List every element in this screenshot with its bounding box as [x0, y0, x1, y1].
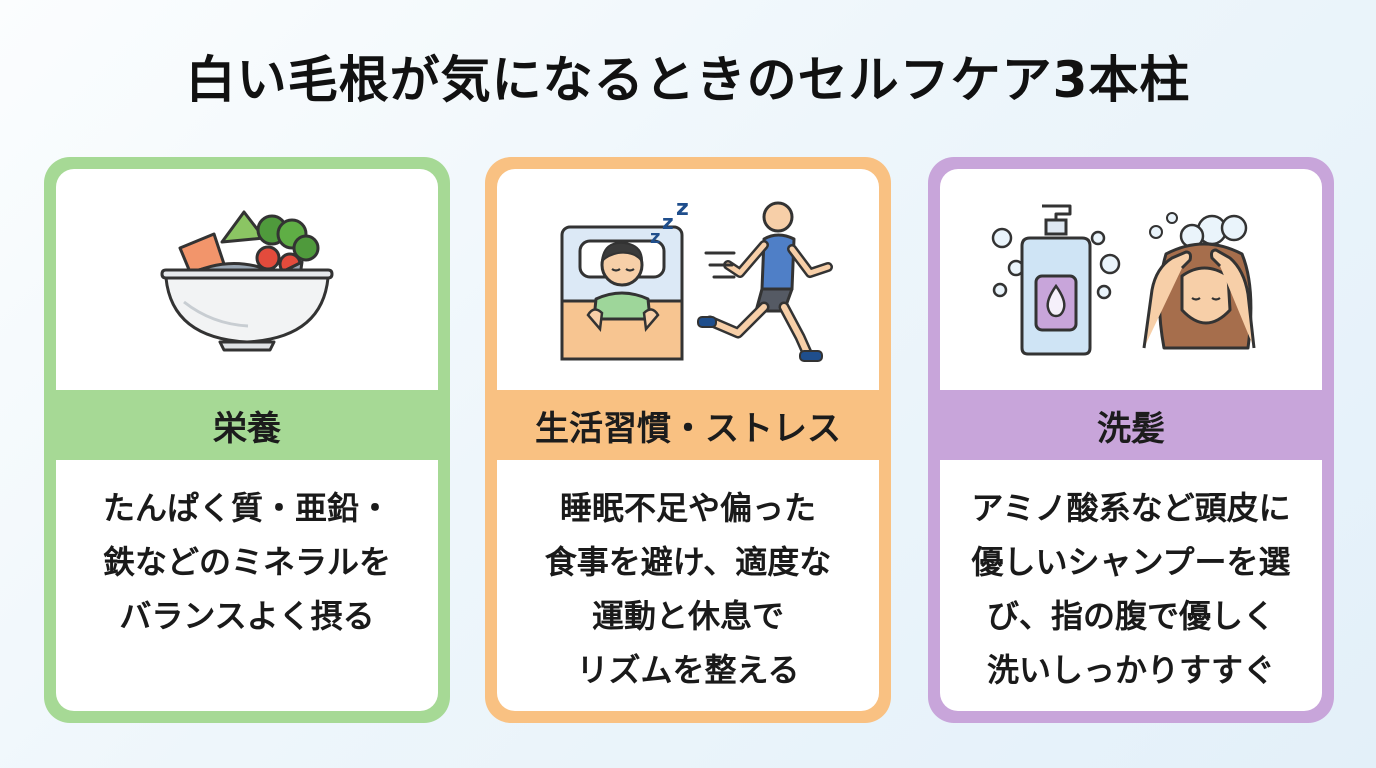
description-line: び、指の腹で優しく	[986, 597, 1275, 635]
description-line: 優しいシャンプーを選	[971, 543, 1291, 581]
description-line: 睡眠不足や偏った	[559, 489, 816, 527]
card-description: たんぱく質・亜鉛・ 鉄などのミネラルを バランスよく摂る	[56, 481, 438, 643]
food-bowl-icon	[56, 169, 438, 387]
svg-text:z: z	[676, 196, 689, 221]
page-title: 白い毛根が気になるときのセルフケア3本柱	[185, 51, 1191, 109]
svg-text:z: z	[650, 227, 660, 248]
description-line: 鉄などのミネラルを	[102, 543, 391, 581]
shampoo-and-hair-washing-icon	[940, 169, 1322, 387]
description-line: アミノ酸系など頭皮に	[971, 489, 1291, 527]
card-hair-washing: 洗髪 アミノ酸系など頭皮に 優しいシャンプーを選 び、指の腹で優しく 洗いしっか…	[928, 157, 1334, 723]
card-description: アミノ酸系など頭皮に 優しいシャンプーを選 び、指の腹で優しく 洗いしっかりすす…	[940, 481, 1322, 697]
svg-text:z: z	[662, 210, 674, 234]
description-line: リズムを整える	[576, 651, 800, 689]
description-line: 運動と休息で	[591, 597, 784, 635]
card-nutrition: 栄養 たんぱく質・亜鉛・ 鉄などのミネラルを バランスよく摂る	[44, 157, 450, 723]
sleep-and-running-icon: z z z	[497, 169, 879, 387]
card-heading: 栄養	[56, 390, 438, 460]
description-line: バランスよく摂る	[119, 597, 375, 635]
description-line: たんぱく質・亜鉛・	[102, 489, 391, 527]
description-line: 洗いしっかりすすぐ	[986, 651, 1275, 689]
description-line: 食事を避け、適度な	[544, 543, 832, 581]
card-lifestyle: z z z 生活習慣・ストレス	[485, 157, 891, 723]
card-description: 睡眠不足や偏った 食事を避け、適度な 運動と休息で リズムを整える	[497, 481, 879, 697]
card-heading: 洗髪	[940, 390, 1322, 460]
card-heading: 生活習慣・ストレス	[497, 390, 879, 460]
